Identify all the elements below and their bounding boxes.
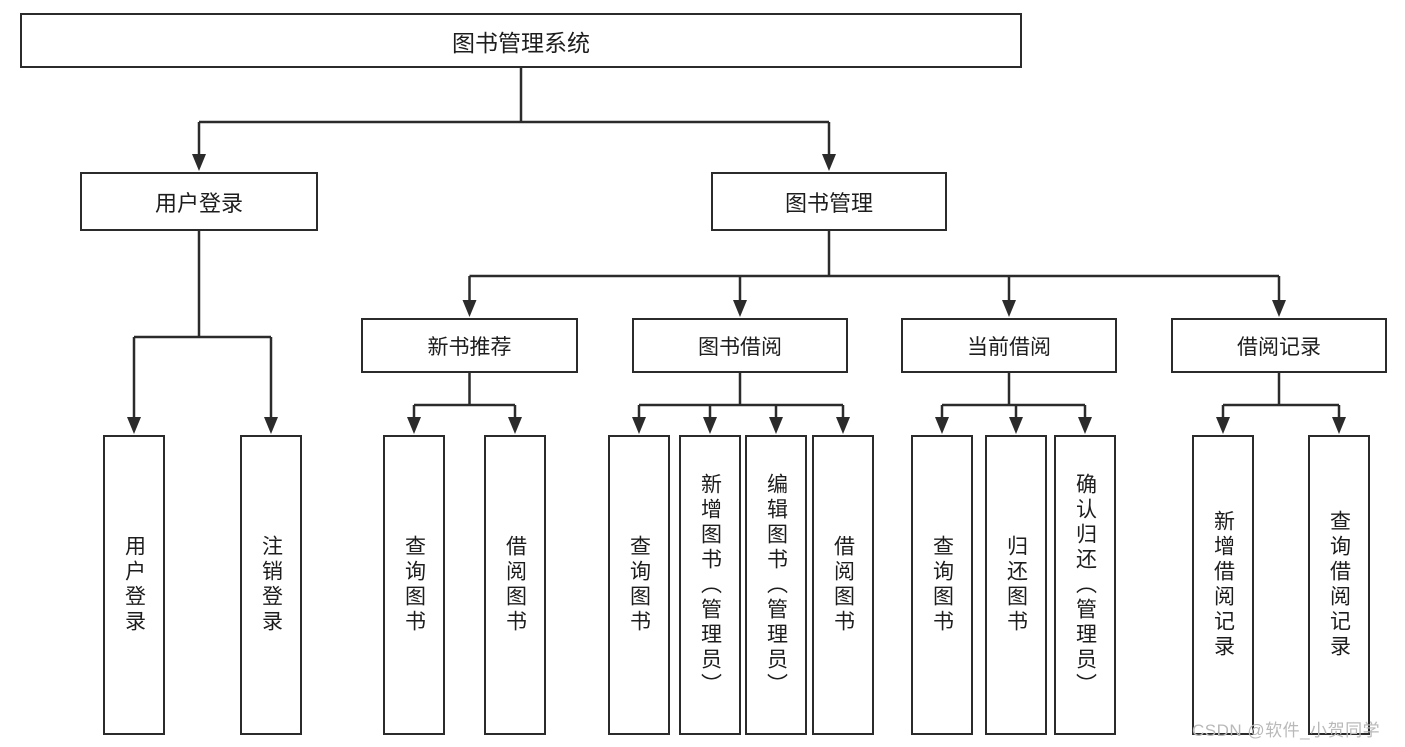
node-label: 用户登录 — [154, 190, 243, 216]
arrow-head-icon — [1078, 417, 1092, 434]
node-borrow-record: 借阅记录 — [1171, 318, 1387, 373]
node-label: 用户登录 — [122, 535, 146, 635]
node-label: 新增图书（管理员） — [698, 472, 722, 698]
arrow-head-icon — [1009, 417, 1023, 434]
node-leaf-query-book-2: 查询图书 — [608, 435, 670, 735]
node-leaf-logout: 注销登录 — [240, 435, 302, 735]
node-label: 注销登录 — [259, 535, 283, 635]
node-new-book-rec: 新书推荐 — [361, 318, 578, 373]
node-user-login: 用户登录 — [80, 172, 318, 231]
node-leaf-edit-book: 编辑图书（管理员） — [745, 435, 807, 735]
node-leaf-borrow-book-2: 借阅图书 — [812, 435, 874, 735]
node-label: 查询图书 — [627, 535, 651, 635]
node-label: 图书管理系统 — [452, 29, 590, 56]
arrow-head-icon — [733, 300, 747, 317]
node-book-borrow: 图书借阅 — [632, 318, 848, 373]
node-label: 当前借阅 — [967, 335, 1051, 359]
arrow-head-icon — [632, 417, 646, 434]
arrow-head-icon — [264, 417, 278, 434]
node-current-borrow: 当前借阅 — [901, 318, 1117, 373]
arrow-head-icon — [935, 417, 949, 434]
node-label: 查询图书 — [930, 535, 954, 635]
node-root: 图书管理系统 — [20, 13, 1022, 68]
node-leaf-return-book: 归还图书 — [985, 435, 1047, 735]
arrow-head-icon — [1002, 300, 1016, 317]
arrow-head-icon — [127, 417, 141, 434]
node-label: 借阅记录 — [1237, 335, 1321, 359]
node-leaf-add-record: 新增借阅记录 — [1192, 435, 1254, 735]
arrow-head-icon — [1332, 417, 1346, 434]
arrow-head-icon — [462, 300, 477, 317]
node-label: 图书管理 — [784, 190, 873, 216]
node-leaf-query-record: 查询借阅记录 — [1308, 435, 1370, 735]
arrow-head-icon — [407, 417, 421, 434]
node-leaf-user-login: 用户登录 — [103, 435, 165, 735]
arrow-head-icon — [1216, 417, 1230, 434]
csdn-watermark: CSDN @软件_小贺同学 — [1192, 721, 1381, 740]
node-label: 确认归还（管理员） — [1073, 472, 1097, 698]
node-label: 借阅图书 — [503, 535, 527, 635]
node-label: 图书借阅 — [698, 335, 782, 359]
arrow-head-icon — [508, 417, 522, 434]
node-label: 归还图书 — [1004, 535, 1028, 635]
arrow-head-icon — [1272, 300, 1286, 317]
arrow-head-icon — [769, 417, 783, 434]
node-leaf-confirm-return: 确认归还（管理员） — [1054, 435, 1116, 735]
node-leaf-query-book-3: 查询图书 — [911, 435, 973, 735]
node-book-manage: 图书管理 — [711, 172, 947, 231]
node-label: 新增借阅记录 — [1211, 510, 1235, 660]
node-label: 查询图书 — [402, 535, 426, 635]
node-leaf-query-book-1: 查询图书 — [383, 435, 445, 735]
arrow-head-icon — [192, 154, 206, 171]
node-label: 编辑图书（管理员） — [764, 472, 788, 698]
arrow-head-icon — [822, 154, 836, 171]
arrow-head-icon — [703, 417, 717, 434]
node-leaf-borrow-book-1: 借阅图书 — [484, 435, 546, 735]
arrow-head-icon — [836, 417, 850, 434]
node-leaf-add-book: 新增图书（管理员） — [679, 435, 741, 735]
node-label: 查询借阅记录 — [1327, 510, 1351, 660]
node-label: 借阅图书 — [831, 535, 855, 635]
node-label: 新书推荐 — [427, 335, 512, 359]
